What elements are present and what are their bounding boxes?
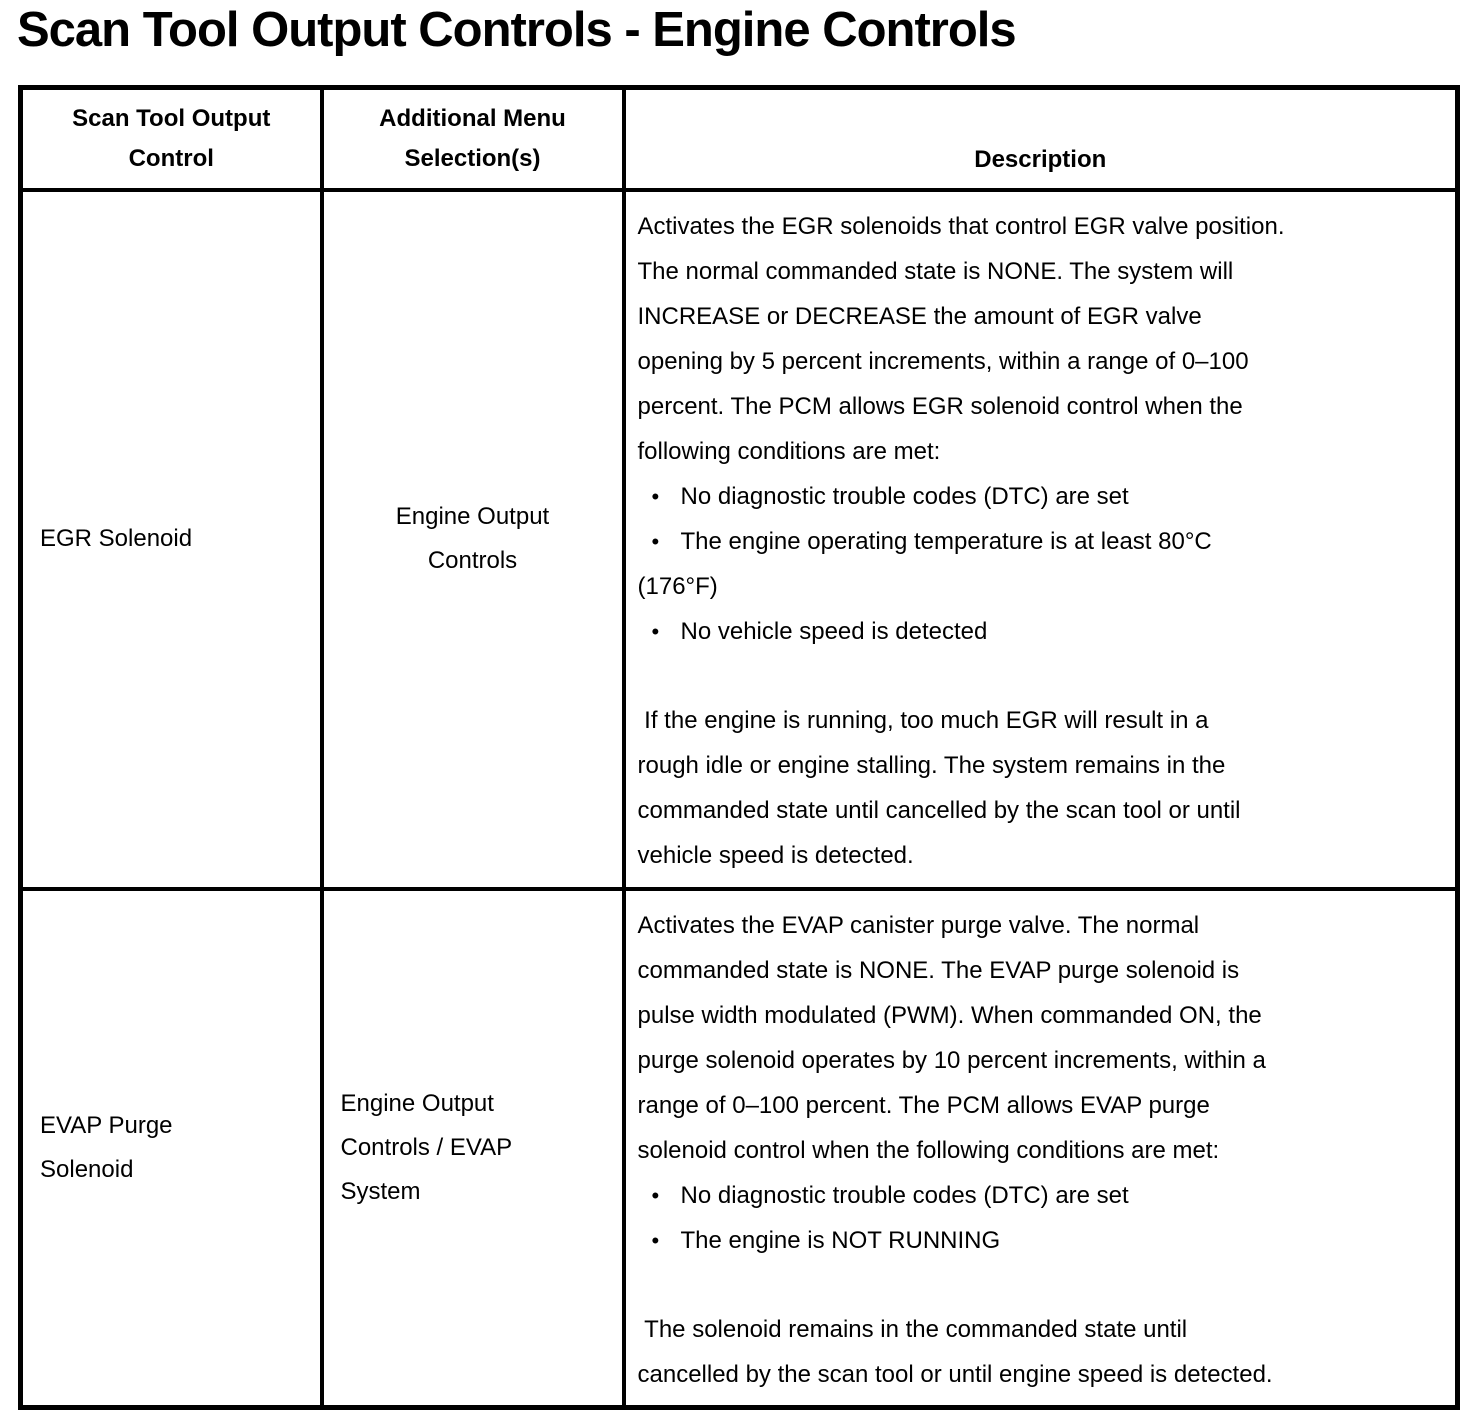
bullet-icon: • (651, 483, 660, 509)
control-name-cell: EVAP Purge Solenoid (18, 886, 324, 1409)
description-intro-paragraph: Activates the EGR solenoids that control… (637, 212, 1285, 465)
table-row-egr-solenoid: EGR Solenoid Engine Output Controls Acti… (18, 187, 1460, 891)
list-item: • No vehicle speed is detected (638, 609, 1448, 654)
list-item: • No diagnostic trouble codes (DTC) are s… (638, 474, 1448, 519)
bullet-label: No diagnostic trouble codes (DTC) are se… (680, 482, 1129, 510)
list-item: • The engine is NOT RUNNING (638, 1218, 1448, 1263)
bullet-icon: • (651, 1227, 660, 1253)
table-row-evap-purge-solenoid: EVAP Purge Solenoid Engine Output Contro… (18, 886, 1460, 1409)
control-name-cell: EGR Solenoid (18, 187, 324, 891)
column-header-scan-tool-output-control: Scan Tool Output Control (18, 85, 324, 192)
column-header-description: Description (621, 85, 1460, 192)
list-item: •The engine operating temperature is at … (638, 519, 1448, 609)
menu-selection-cell: Engine Output Controls (319, 187, 626, 891)
description-outro-paragraph: If the engine is running, too much EGR w… (637, 706, 1241, 869)
bullet-icon: • (651, 618, 660, 644)
bullet-label: No diagnostic trouble codes (DTC) are se… (680, 1181, 1129, 1209)
column-header-additional-menu-selections: Additional Menu Selection(s) (319, 85, 626, 192)
list-item: • No diagnostic trouble codes (DTC) are s… (638, 1173, 1448, 1218)
description-outro-paragraph: The solenoid remains in the commanded st… (637, 1315, 1273, 1388)
description-cell: Activates the EVAP canister purge valve.… (621, 886, 1460, 1409)
bullet-icon: • (651, 528, 660, 554)
header-row: Scan Tool Output Control Additional Menu… (18, 85, 1460, 192)
menu-selection-cell: Engine Output Controls / EVAP System (319, 886, 626, 1409)
page-title: Scan Tool Output Controls - Engine Contr… (17, 3, 1017, 57)
bullet-label: No vehicle speed is detected (680, 617, 988, 645)
bullet-label: The engine operating temperature is at l… (637, 527, 1212, 600)
description-intro-paragraph: Activates the EVAP canister purge valve.… (637, 911, 1266, 1164)
output-controls-table: Scan Tool Output Control Additional Menu… (18, 85, 1460, 1410)
description-cell: Activates the EGR solenoids that control… (621, 187, 1460, 891)
bullet-label: The engine is NOT RUNNING (680, 1226, 1001, 1254)
bullet-icon: • (651, 1182, 660, 1208)
